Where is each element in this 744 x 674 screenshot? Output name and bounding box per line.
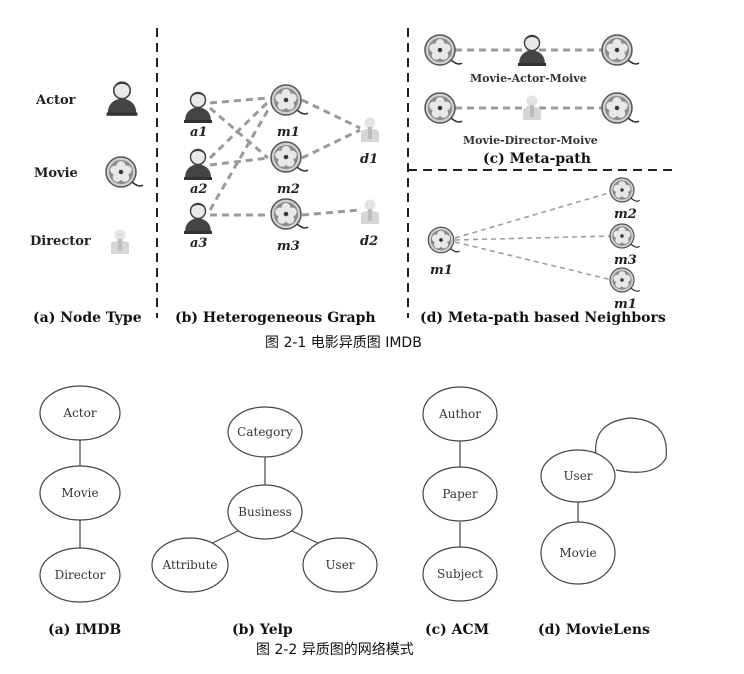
node-type-movie-label: Movie — [34, 166, 78, 181]
panel-b-graph: a1 a2 a3 m1 m2 m3 d1 d2 (b) Heterogeneou… — [175, 84, 379, 326]
neighbor-movie-label: m1 — [614, 297, 637, 312]
panel-b-edges — [208, 96, 361, 217]
imdb-node-movie: Movie — [61, 486, 98, 500]
director-icon — [361, 117, 379, 142]
movie-reel-icon — [609, 223, 641, 249]
director-icon — [111, 229, 129, 254]
movie-reel-icon — [609, 177, 641, 203]
yelp-caption: (b) Yelp — [232, 622, 293, 638]
panel-c-caption: (c) Meta-path — [483, 151, 591, 167]
panel-d-neighbors: m1 m2 m3 m1 (d) Meta-path based Neighbor… — [420, 177, 666, 326]
movie-node-label: m2 — [277, 182, 300, 197]
director-icon — [361, 199, 379, 224]
director-node-label: d2 — [360, 234, 378, 249]
panel-a-caption: (a) Node Type — [33, 310, 142, 326]
yelp-node-user: User — [325, 558, 354, 572]
node-type-actor-label: Actor — [35, 93, 76, 108]
figure-2-1-caption: 图 2-1 电影异质图 IMDB — [265, 335, 422, 351]
movie-reel-icon — [609, 267, 641, 293]
imdb-node-director: Director — [55, 568, 106, 582]
director-node-label: d1 — [360, 152, 378, 167]
actor-node-label: a1 — [190, 125, 207, 140]
movie-reel-icon — [601, 92, 640, 124]
fig2-edges — [79, 417, 667, 548]
movielens-node-user: User — [563, 469, 592, 483]
acm-node-subject: Subject — [437, 567, 483, 581]
meta-path-1-label: Movie-Actor-Moive — [470, 72, 587, 85]
yelp-node-category: Category — [237, 425, 293, 439]
actor-icon — [105, 81, 139, 117]
panel-b-caption: (b) Heterogeneous Graph — [175, 310, 376, 326]
panel-a-node-types: Actor Movie Director (a) Node Type — [30, 81, 144, 326]
imdb-node-actor: Actor — [62, 406, 96, 420]
figure-2-2-caption: 图 2-2 异质图的网络模式 — [256, 642, 414, 658]
movie-node-label: m3 — [277, 239, 300, 254]
movie-node-label: m1 — [277, 125, 300, 140]
movie-reel-icon — [427, 226, 461, 254]
neighbor-movie-label: m3 — [614, 253, 637, 268]
center-movie-label: m1 — [430, 263, 453, 278]
meta-path-2-label: Movie-Director-Moive — [463, 134, 598, 147]
node-type-director-label: Director — [30, 234, 91, 249]
fig2-nodes — [39, 385, 616, 603]
actor-icon — [183, 202, 213, 235]
actor-icon — [183, 148, 213, 181]
movie-reel-icon — [601, 34, 640, 66]
panel-d-caption: (d) Meta-path based Neighbors — [420, 310, 666, 326]
movielens-caption: (d) MovieLens — [538, 622, 650, 638]
actor-node-label: a3 — [190, 236, 207, 251]
neighbor-movie-label: m2 — [614, 207, 637, 222]
yelp-node-business: Business — [238, 505, 292, 519]
yelp-node-attribute: Attribute — [161, 558, 217, 572]
acm-caption: (c) ACM — [425, 622, 489, 638]
director-icon — [523, 95, 541, 120]
acm-node-author: Author — [438, 407, 481, 421]
actor-node-label: a2 — [190, 182, 207, 197]
fig2-captions: (a) IMDB (b) Yelp (c) ACM (d) MovieLens — [48, 622, 650, 638]
movie-reel-icon — [105, 156, 144, 188]
panel-c-meta-path: Movie-Actor-Moive Movie-Director-Moive (… — [424, 34, 640, 167]
acm-node-paper: Paper — [442, 487, 477, 501]
imdb-caption: (a) IMDB — [48, 622, 121, 638]
movielens-node-movie: Movie — [559, 546, 596, 560]
fig2-node-labels: Actor Movie Director Category Business A… — [55, 406, 597, 582]
actor-icon — [183, 91, 213, 124]
